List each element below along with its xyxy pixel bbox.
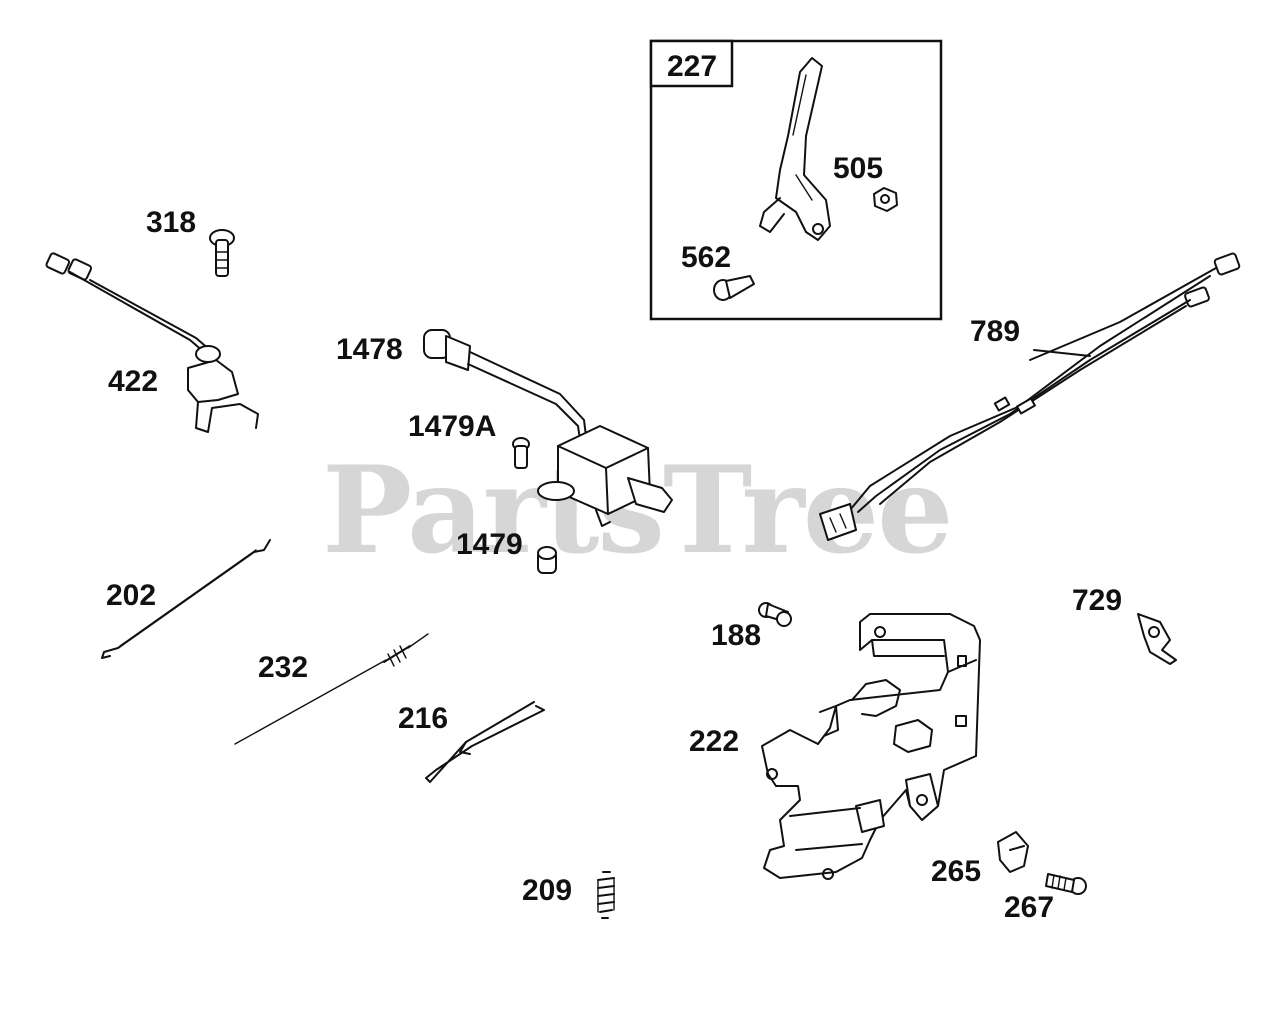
label-227[interactable]: 227 bbox=[667, 50, 717, 83]
part-216-spring[interactable] bbox=[425, 701, 545, 783]
part-227-lever[interactable] bbox=[759, 57, 831, 241]
part-188-bolt[interactable] bbox=[758, 602, 792, 627]
part-789-harness[interactable] bbox=[819, 252, 1241, 541]
label-1478[interactable]: 1478 bbox=[336, 333, 403, 366]
label-188[interactable]: 188 bbox=[711, 619, 761, 652]
label-265[interactable]: 265 bbox=[931, 855, 981, 888]
part-209-spring[interactable] bbox=[597, 871, 615, 919]
part-422-sensor[interactable] bbox=[45, 252, 259, 433]
part-1478-solenoid[interactable] bbox=[423, 329, 673, 527]
inset-box-227 bbox=[649, 39, 943, 321]
label-222[interactable]: 222 bbox=[689, 725, 739, 758]
part-222-control-bracket[interactable] bbox=[761, 613, 981, 880]
label-267[interactable]: 267 bbox=[1004, 891, 1054, 924]
part-562-pin[interactable] bbox=[713, 275, 755, 301]
part-1479-screw[interactable] bbox=[537, 546, 557, 574]
part-267-screw[interactable] bbox=[1045, 873, 1087, 895]
part-265-clip[interactable] bbox=[997, 831, 1029, 873]
part-729-clip[interactable] bbox=[1137, 613, 1177, 665]
part-505-nut[interactable] bbox=[873, 187, 898, 212]
label-422[interactable]: 422 bbox=[108, 365, 158, 398]
label-729[interactable]: 729 bbox=[1072, 584, 1122, 617]
label-1479[interactable]: 1479 bbox=[456, 528, 523, 561]
label-209[interactable]: 209 bbox=[522, 874, 572, 907]
label-216[interactable]: 216 bbox=[398, 702, 448, 735]
label-505[interactable]: 505 bbox=[833, 152, 883, 185]
part-202-rod[interactable] bbox=[101, 539, 271, 659]
label-789[interactable]: 789 bbox=[970, 315, 1020, 348]
label-562[interactable]: 562 bbox=[681, 241, 731, 274]
part-232-cable[interactable] bbox=[234, 633, 429, 745]
label-318[interactable]: 318 bbox=[146, 206, 196, 239]
label-232[interactable]: 232 bbox=[258, 651, 308, 684]
part-1479A-screw[interactable] bbox=[512, 437, 530, 469]
label-202[interactable]: 202 bbox=[106, 579, 156, 612]
label-1479A[interactable]: 1479A bbox=[408, 410, 496, 443]
part-318-bolt[interactable] bbox=[209, 229, 235, 277]
